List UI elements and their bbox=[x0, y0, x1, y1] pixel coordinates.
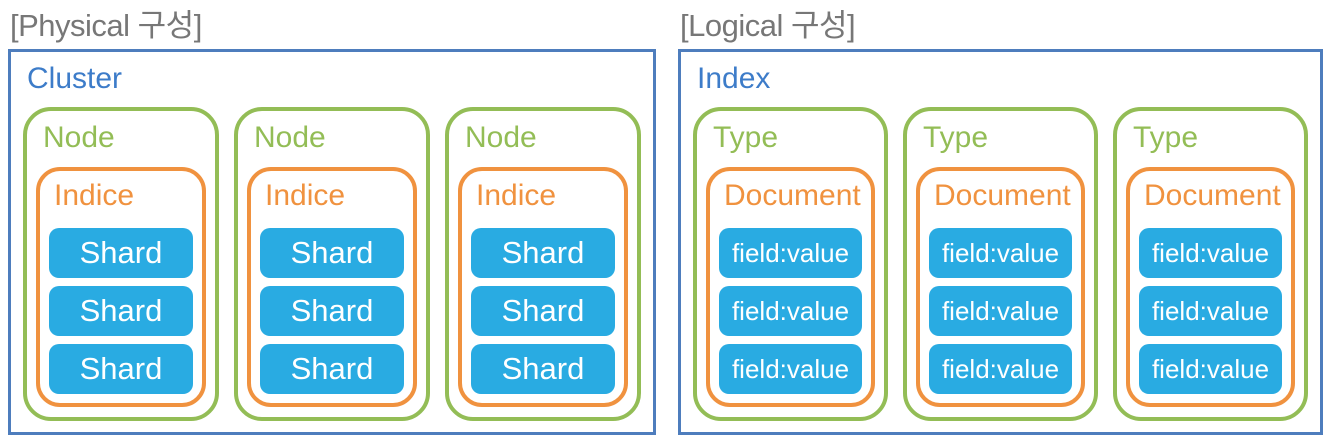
type-label: Type bbox=[1133, 121, 1199, 154]
node-label: Node bbox=[465, 121, 537, 154]
node-box: Node Indice Shard Shard Shard bbox=[23, 107, 219, 421]
shard-item: Shard bbox=[49, 344, 193, 394]
type-box: Type Document field:value field:value fi… bbox=[693, 107, 888, 421]
indice-label: Indice bbox=[54, 179, 135, 212]
field-value-item: field:value bbox=[719, 286, 862, 336]
index-types-row: Type Document field:value field:value fi… bbox=[681, 105, 1320, 432]
index-box: Index Type Document field:value field:va… bbox=[678, 49, 1323, 435]
document-box: Document field:value field:value field:v… bbox=[916, 167, 1085, 407]
shard-item: Shard bbox=[49, 286, 193, 336]
indice-box: Indice Shard Shard Shard bbox=[36, 167, 206, 407]
index-label: Index bbox=[697, 62, 771, 95]
document-label: Document bbox=[1144, 179, 1281, 212]
field-value-item: field:value bbox=[1139, 228, 1282, 278]
shard-item: Shard bbox=[471, 228, 615, 278]
field-value-item: field:value bbox=[719, 228, 862, 278]
indice-label: Indice bbox=[476, 179, 557, 212]
field-value-item: field:value bbox=[1139, 286, 1282, 336]
cluster-box: Cluster Node Indice Shard Shard Shard No… bbox=[8, 49, 656, 435]
type-box: Type Document field:value field:value fi… bbox=[903, 107, 1098, 421]
indice-box: Indice Shard Shard Shard bbox=[247, 167, 417, 407]
node-box: Node Indice Shard Shard Shard bbox=[234, 107, 430, 421]
indice-box: Indice Shard Shard Shard bbox=[458, 167, 628, 407]
node-label: Node bbox=[254, 121, 326, 154]
shard-item: Shard bbox=[471, 344, 615, 394]
field-value-item: field:value bbox=[929, 344, 1072, 394]
cluster-nodes-row: Node Indice Shard Shard Shard Node Indic… bbox=[11, 105, 653, 432]
node-box: Node Indice Shard Shard Shard bbox=[445, 107, 641, 421]
field-value-item: field:value bbox=[929, 286, 1072, 336]
type-label: Type bbox=[713, 121, 779, 154]
shard-item: Shard bbox=[471, 286, 615, 336]
physical-panel-title: [Physical 구성] bbox=[10, 8, 202, 43]
document-label: Document bbox=[724, 179, 861, 212]
document-box: Document field:value field:value field:v… bbox=[1126, 167, 1295, 407]
cluster-label: Cluster bbox=[27, 62, 123, 95]
field-value-item: field:value bbox=[929, 228, 1072, 278]
physical-panel: [Physical 구성] Cluster Node Indice Shard … bbox=[8, 2, 656, 435]
shard-item: Shard bbox=[49, 228, 193, 278]
logical-panel: [Logical 구성] Index Type Document field:v… bbox=[678, 2, 1323, 435]
document-label: Document bbox=[934, 179, 1071, 212]
shard-item: Shard bbox=[260, 344, 404, 394]
logical-panel-title: [Logical 구성] bbox=[680, 8, 856, 43]
indice-label: Indice bbox=[265, 179, 346, 212]
node-label: Node bbox=[43, 121, 115, 154]
type-label: Type bbox=[923, 121, 989, 154]
type-box: Type Document field:value field:value fi… bbox=[1113, 107, 1308, 421]
shard-item: Shard bbox=[260, 228, 404, 278]
field-value-item: field:value bbox=[1139, 344, 1282, 394]
field-value-item: field:value bbox=[719, 344, 862, 394]
document-box: Document field:value field:value field:v… bbox=[706, 167, 875, 407]
shard-item: Shard bbox=[260, 286, 404, 336]
